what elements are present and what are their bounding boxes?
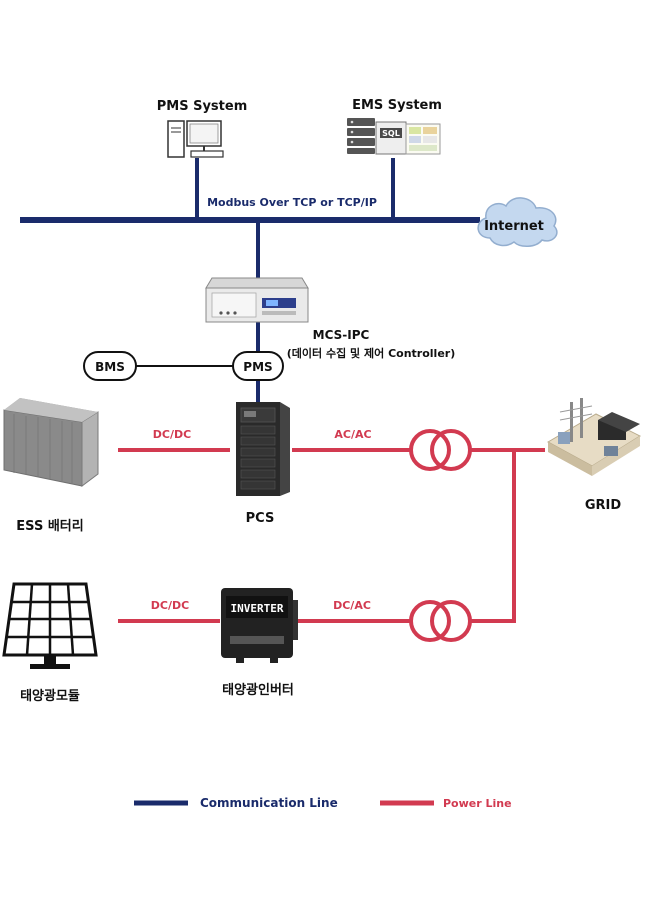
pcs-grid-link-label: AC/AC — [334, 428, 371, 441]
inverter-grid-link-label: DC/AC — [333, 599, 371, 612]
transformer-coil-right — [430, 600, 472, 642]
pcs-label: PCS — [246, 511, 275, 526]
legend: Communication Line Power Line — [134, 796, 512, 810]
transformer-pcs-grid — [409, 429, 472, 471]
ems-server-icon: SQL — [347, 118, 407, 155]
solar-panel-icon — [2, 582, 98, 669]
pms-computer-icon — [167, 120, 224, 158]
inverter-badge: INVERTER — [231, 602, 284, 615]
legend-communication-label: Communication Line — [200, 796, 338, 810]
communication-lines — [20, 158, 480, 404]
internet-cloud-icon — [477, 197, 558, 247]
ess-container-icon — [3, 398, 99, 487]
ess-pcs-link-label: DC/DC — [153, 428, 191, 441]
pms-label: PMS — [243, 360, 272, 374]
bms-node: BMS — [83, 351, 137, 381]
grid-substation-icon — [546, 398, 642, 476]
sql-tag: SQL — [382, 129, 400, 138]
grid-label: GRID — [585, 498, 622, 513]
bus-protocol-label: Modbus Over TCP or TCP/IP — [207, 196, 377, 209]
ess-battery-label: ESS 배터리 — [16, 518, 83, 534]
mcs-ipc-subtitle: (데이터 수집 및 제어 Controller) — [287, 346, 455, 360]
pms-system-label: PMS System — [157, 99, 248, 114]
pms-node: PMS — [232, 351, 284, 381]
inverter-label: 태양광인버터 — [222, 682, 294, 698]
mcs-ipc-title: MCS-IPC — [313, 328, 370, 342]
transformer-inverter-grid — [409, 600, 472, 642]
internet-label: Internet — [484, 219, 544, 234]
mcs-ipc-device — [205, 277, 309, 323]
solar-module-label: 태양광모듈 — [20, 689, 80, 704]
ems-dashboard-icon — [405, 123, 441, 155]
power-lines — [118, 448, 545, 623]
solar-inverter-link-label: DC/DC — [151, 599, 189, 612]
bms-label: BMS — [95, 360, 125, 374]
ems-system-label: EMS System — [352, 98, 442, 113]
pcs-cabinet-icon — [236, 402, 290, 496]
legend-power-label: Power Line — [443, 797, 512, 810]
inverter-device-icon: INVERTER — [221, 588, 298, 663]
transformer-coil-right — [430, 429, 472, 471]
